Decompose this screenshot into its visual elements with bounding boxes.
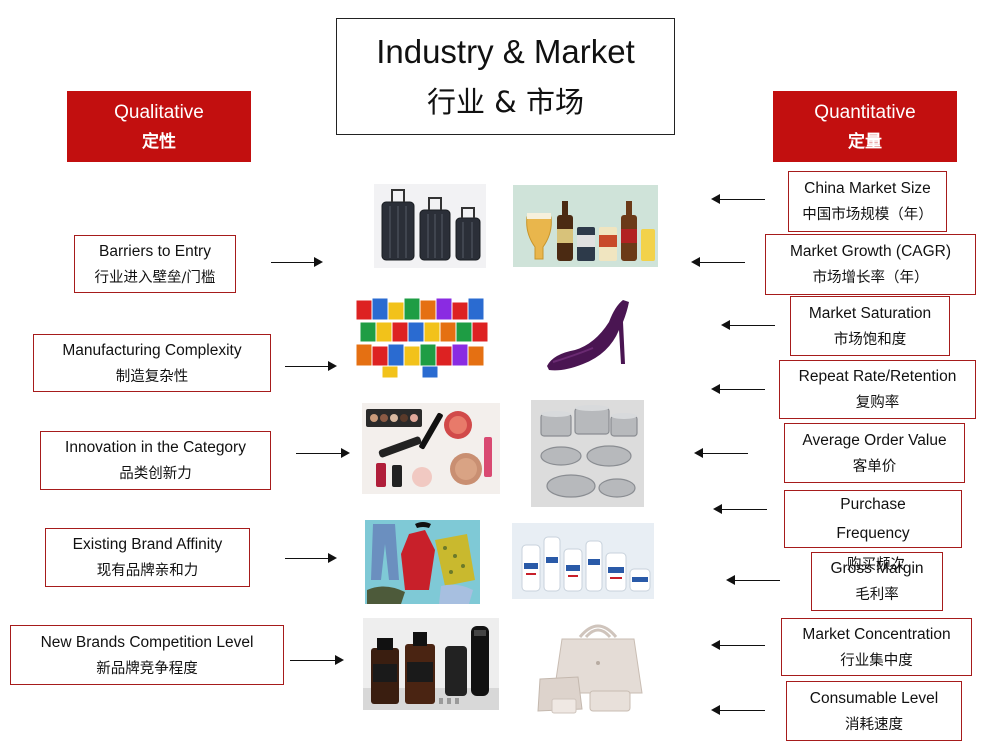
factor-market-saturation: Market Saturation 市场饱和度 (790, 296, 950, 356)
factor-label-en: Innovation in the Category (65, 439, 246, 456)
arrow-left (711, 194, 765, 205)
arrow-left (711, 640, 765, 651)
factor-label-en: Market Growth (CAGR) (789, 243, 952, 260)
factor-label-en: Consumable Level (809, 689, 939, 707)
factor-consumable-level: Consumable Level 消耗速度 (786, 681, 962, 741)
factor-label-zh: 中国市场规模（年） (802, 207, 933, 223)
factor-label-en: Existing Brand Affinity (72, 536, 223, 553)
factor-average-order-value: Average Order Value 客单价 (784, 423, 965, 483)
factor-label-en: China Market Size (804, 180, 931, 197)
arrow-right (296, 448, 350, 459)
factor-label-zh: 现有品牌亲和力 (96, 563, 199, 579)
heel-shoe-image (543, 292, 635, 374)
factor-label-zh: 行业集中度 (840, 652, 913, 669)
factor-label-zh: 市场饱和度 (833, 331, 907, 348)
factor-innovation-in-category: Innovation in the Category 品类创新力 (40, 431, 271, 490)
purchase-frequency-zh-label: 购买频次 (847, 557, 905, 573)
arrow-left (711, 705, 765, 716)
factor-market-growth: Market Growth (CAGR) 市场增长率（年） (765, 234, 976, 295)
title-english: Industry & Market (376, 32, 635, 70)
factor-repeat-rate: Repeat Rate/Retention 复购率 (779, 360, 976, 419)
title-box: Industry & Market 行业 & 市场 (336, 18, 675, 135)
factor-label-zh: 市场增长率（年） (812, 270, 929, 286)
factor-label-zh: 品类创新力 (119, 466, 192, 482)
mens-grooming-image (363, 618, 499, 710)
arrow-right (285, 361, 337, 372)
factor-label-zh: 行业进入壁垒/门槛 (94, 269, 216, 286)
factor-label-zh: 复购率 (855, 395, 900, 411)
arrow-left (691, 257, 745, 268)
factor-label-en: Manufacturing Complexity (62, 341, 242, 359)
arrow-right (271, 257, 323, 268)
factor-purchase-frequency: Purchase Frequency (784, 490, 962, 548)
quantitative-header-en: Quantitative (814, 101, 916, 123)
factor-existing-brand-affinity: Existing Brand Affinity 现有品牌亲和力 (45, 528, 250, 587)
factor-china-market-size: China Market Size 中国市场规模（年） (788, 171, 947, 232)
handbags-image (532, 613, 650, 717)
apparel-image (365, 520, 480, 604)
qualitative-header-en: Qualitative (114, 101, 204, 123)
factor-label-zh: 制造复杂性 (115, 368, 189, 385)
title-chinese: 行业 & 市场 (426, 84, 585, 119)
factor-label-en: New Brands Competition Level (40, 633, 254, 651)
factor-market-concentration: Market Concentration 行业集中度 (781, 618, 972, 676)
factor-barriers-to-entry: Barriers to Entry 行业进入壁垒/门槛 (74, 235, 236, 293)
factor-new-brands-competition: New Brands Competition Level 新品牌竞争程度 (10, 625, 284, 685)
factor-label-en: Gross Margin (830, 560, 924, 577)
factor-label-en: Market Concentration (802, 625, 951, 643)
beer-image (513, 185, 658, 267)
factor-label-zh: 毛利率 (855, 587, 899, 603)
qualitative-header: Qualitative 定性 (67, 91, 251, 162)
factor-label-en: Repeat Rate/Retention (798, 368, 957, 385)
quantitative-header: Quantitative 定量 (773, 91, 957, 162)
skincare-image (512, 523, 654, 599)
luggage-image (374, 184, 486, 268)
arrow-left (721, 320, 775, 331)
factor-label-zh: 客单价 (852, 458, 897, 475)
factor-manufacturing-complexity: Manufacturing Complexity 制造复杂性 (33, 334, 271, 392)
arrow-left (711, 384, 765, 395)
factor-label-en: Purchase (840, 496, 906, 513)
cookware-image (531, 400, 644, 507)
factor-label-en: Average Order Value (802, 431, 947, 449)
arrow-left (726, 575, 780, 586)
arrow-right (285, 553, 337, 564)
factor-label-zh: 消耗速度 (845, 716, 903, 733)
arrow-left (713, 504, 767, 515)
factor-label-zh: 新品牌竞争程度 (96, 660, 198, 677)
factor-label-en: Market Saturation (808, 304, 932, 322)
factor-label-en: Barriers to Entry (99, 242, 211, 260)
arrow-right (290, 655, 344, 666)
arrow-left (694, 448, 748, 459)
snacks-image (352, 294, 497, 380)
qualitative-header-zh: 定性 (142, 131, 176, 152)
cosmetics-image (362, 403, 500, 494)
factor-gross-margin: Gross Margin 毛利率 (811, 552, 943, 611)
factor-label-en-line2: Frequency (836, 525, 910, 542)
quantitative-header-zh: 定量 (848, 131, 882, 152)
